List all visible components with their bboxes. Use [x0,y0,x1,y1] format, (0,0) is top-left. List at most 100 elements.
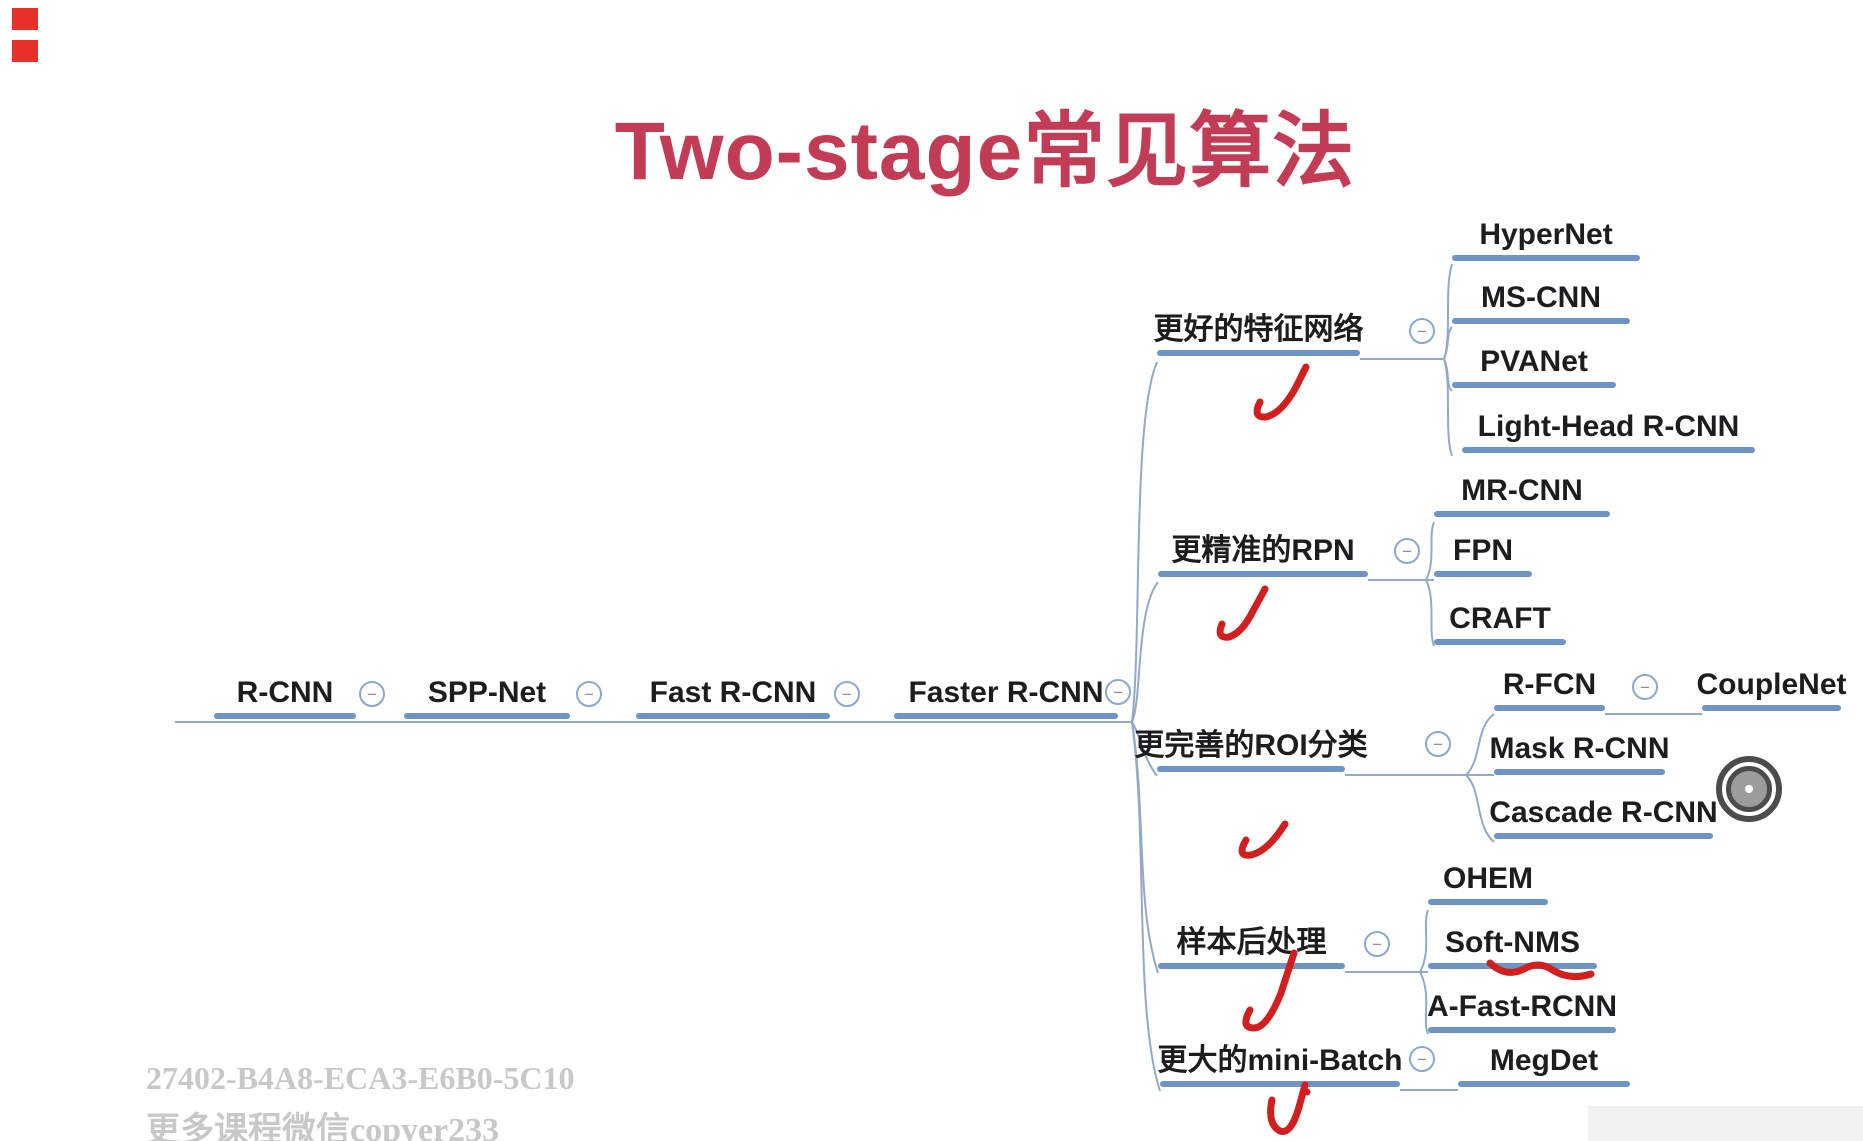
node-label: R-FCN [1502,668,1597,701]
node-label: CoupleNet [1696,668,1847,701]
node-label: 更精准的RPN [1171,534,1355,567]
node-faster-r-cnn[interactable]: Faster R-CNN [894,676,1118,719]
node-underline [1160,1081,1400,1087]
node-underline [636,713,830,719]
recording-indicator-icon [12,40,38,62]
minus-glyph: − [367,684,377,704]
collapse-minus-icon[interactable]: − [576,681,602,707]
node-pvanet[interactable]: PVANet [1452,345,1616,388]
node-underline [1434,639,1566,645]
node-megdet[interactable]: MegDet [1458,1044,1630,1087]
node-sample-postprocessing[interactable]: 样本后处理 [1158,926,1345,969]
minus-glyph: − [1372,934,1382,954]
node-label: 更大的mini-Batch [1157,1044,1403,1077]
node-label: 样本后处理 [1176,926,1327,959]
minus-glyph: − [1640,677,1650,697]
node-a-fast-rcnn[interactable]: A-Fast-RCNN [1427,990,1617,1033]
collapse-minus-icon[interactable]: − [1364,931,1390,957]
node-underline [214,713,356,719]
node-label: HyperNet [1479,218,1613,251]
click-cursor-dot [1745,785,1753,793]
pen-checkmark-4 [1242,949,1298,1032]
node-label: MR-CNN [1461,474,1583,507]
node-label: Soft-NMS [1445,926,1580,959]
collapse-minus-icon[interactable]: − [834,681,860,707]
node-r-fcn[interactable]: R-FCN [1494,668,1605,711]
node-underline [1452,318,1630,324]
node-underline [1462,447,1755,453]
node-craft[interactable]: CRAFT [1434,602,1566,645]
recording-indicator-icon [12,8,38,30]
node-r-cnn[interactable]: R-CNN [214,676,356,719]
node-label: Light-Head R-CNN [1477,410,1740,443]
node-ms-cnn[interactable]: MS-CNN [1452,281,1630,324]
collapse-minus-icon[interactable]: − [1425,731,1451,757]
node-couplenet[interactable]: CoupleNet [1697,668,1847,711]
node-underline [894,713,1118,719]
node-underline [1158,571,1368,577]
pen-checkmark-5 [1267,1081,1309,1135]
collapse-minus-icon[interactable]: − [1409,1046,1435,1072]
node-label: CRAFT [1449,602,1551,635]
node-label: Fast R-CNN [649,676,817,709]
node-label: SPP-Net [427,676,547,709]
node-hypernet[interactable]: HyperNet [1452,218,1640,261]
node-underline [1158,963,1345,969]
node-fpn[interactable]: FPN [1434,534,1532,577]
node-underline [1157,766,1345,772]
node-ohem[interactable]: OHEM [1428,862,1548,905]
collapse-minus-icon[interactable]: − [1409,318,1435,344]
collapse-minus-icon[interactable]: − [359,681,385,707]
node-underline [1452,255,1640,261]
watermark-code: 27402-B4A8-ECA3-E6B0-5C10 [146,1060,575,1096]
node-underline [1428,1027,1616,1033]
minus-glyph: − [1433,734,1443,754]
page-title: Two-stage常见算法 [614,106,1356,197]
pen-underline-soft-nms [1486,959,1595,981]
click-cursor-inner [1726,766,1772,812]
node-underline [1428,963,1597,969]
node-underline [1494,705,1605,711]
node-better-roi-classification[interactable]: 更完善的ROI分类 [1134,729,1368,772]
node-light-head-r-cnn[interactable]: Light-Head R-CNN [1462,410,1755,453]
pen-dot [1303,1088,1311,1096]
collapse-minus-icon[interactable]: − [1394,538,1420,564]
click-cursor-icon [1716,756,1782,822]
minus-glyph: − [1113,682,1123,702]
collapse-minus-icon[interactable]: − [1105,679,1131,705]
node-label: FPN [1453,534,1513,567]
node-better-feature-network[interactable]: 更好的特征网络 [1154,313,1364,356]
node-label: Mask R-CNN [1489,732,1670,765]
node-fast-r-cnn[interactable]: Fast R-CNN [636,676,830,719]
node-label: OHEM [1443,862,1533,895]
node-underline [1452,382,1616,388]
node-cascade-r-cnn[interactable]: Cascade R-CNN [1489,796,1718,839]
node-underline [1702,705,1841,711]
node-underline [1157,350,1360,356]
node-more-accurate-rpn[interactable]: 更精准的RPN [1158,534,1368,577]
node-label: A-Fast-RCNN [1427,990,1617,1023]
minus-glyph: − [584,684,594,704]
node-label: MS-CNN [1481,281,1601,314]
node-larger-mini-batch[interactable]: 更大的mini-Batch [1157,1044,1403,1087]
node-underline [1494,769,1665,775]
node-mask-r-cnn[interactable]: Mask R-CNN [1489,732,1670,775]
pen-checkmark-2 [1216,585,1269,641]
node-underline [404,713,570,719]
pen-checkmark-3 [1238,820,1289,859]
node-label: R-CNN [236,676,334,709]
node-spp-net[interactable]: SPP-Net [404,676,570,719]
minus-glyph: − [1402,541,1412,561]
node-label: Cascade R-CNN [1489,796,1718,829]
node-underline [1494,833,1713,839]
collapse-minus-icon[interactable]: − [1632,674,1658,700]
node-soft-nms[interactable]: Soft-NMS [1428,926,1597,969]
node-underline [1458,1081,1630,1087]
node-label: MegDet [1489,1044,1599,1077]
node-label: 更好的特征网络 [1153,313,1364,346]
node-label: PVANet [1480,345,1588,378]
minus-glyph: − [1417,1049,1427,1069]
node-mr-cnn[interactable]: MR-CNN [1434,474,1610,517]
